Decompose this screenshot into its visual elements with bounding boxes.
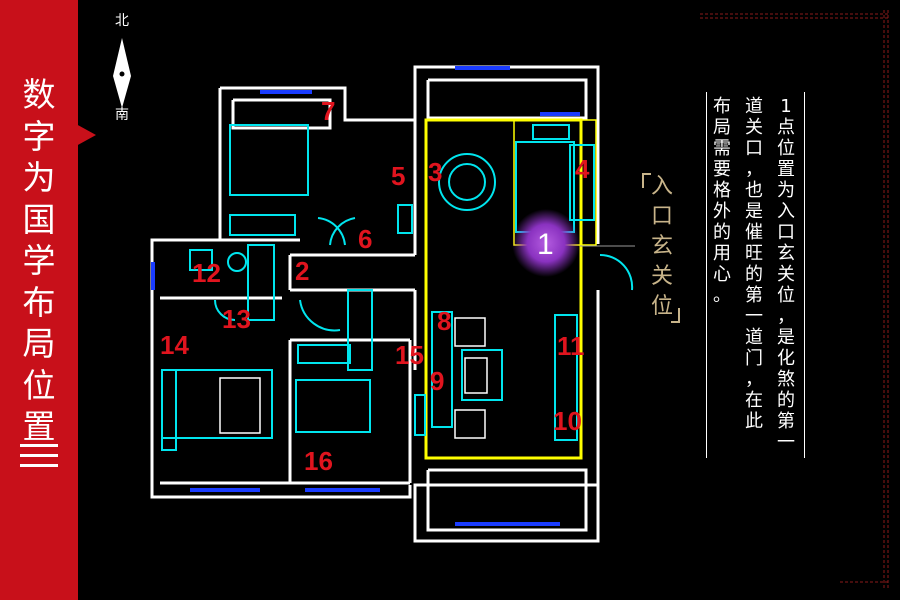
sidebar: 数字为国学布局位置 — [0, 0, 78, 600]
note-char: 的 — [777, 390, 795, 411]
note-column-2: 道关口，也是催旺的第一道门，在此 — [743, 96, 765, 432]
note-char: 口 — [777, 222, 795, 243]
note-char: 置 — [777, 159, 795, 180]
note-char: 一 — [745, 306, 763, 327]
note-char: 道 — [745, 327, 763, 348]
menu-icon[interactable] — [20, 444, 58, 468]
entrance-label-char: 入 — [650, 174, 673, 199]
room-number-2: 2 — [295, 256, 310, 286]
note-char: 1 — [780, 96, 792, 117]
room-number-3: 3 — [428, 157, 443, 187]
note-char: 位 — [777, 138, 795, 159]
compass-needle-icon — [113, 38, 131, 108]
note-char: 第 — [777, 411, 795, 432]
room-number-8: 8 — [437, 306, 452, 336]
note-char: 是 — [745, 201, 763, 222]
note-char: 也 — [745, 180, 763, 201]
sidebar-title-char: 字 — [22, 116, 56, 156]
room-number-15: 15 — [395, 340, 424, 370]
entrance-label-text: 入口玄关位 — [649, 172, 675, 322]
note-char: 第 — [745, 285, 763, 306]
note-char: 心 — [713, 264, 731, 285]
sidebar-title-char: 国 — [22, 199, 56, 239]
note-rule-right — [804, 92, 805, 458]
room-number-13: 13 — [222, 304, 251, 334]
note-char: 道 — [745, 96, 763, 117]
note-char: 化 — [777, 348, 795, 369]
entrance-label-char: 位 — [650, 294, 673, 319]
sidebar-title-char: 数 — [22, 75, 56, 114]
entrance-label-char: 口 — [650, 204, 673, 229]
note-char: 旺 — [745, 243, 763, 264]
room-number-16: 16 — [304, 446, 333, 476]
note-char: 门 — [745, 348, 763, 369]
sidebar-title-char: 为 — [22, 158, 56, 197]
room-number-12: 12 — [192, 258, 221, 288]
note-char: 的 — [713, 222, 731, 243]
sidebar-title-char: 布 — [22, 282, 56, 322]
note-char: 局 — [713, 117, 731, 138]
room-number-11: 11 — [557, 331, 585, 361]
sidebar-title-char: 置 — [22, 407, 56, 446]
note-char: 口 — [745, 138, 763, 159]
note-rule-left — [706, 92, 707, 458]
note-char: 格 — [713, 180, 731, 201]
note-char: 外 — [713, 201, 731, 222]
sidebar-title-char: 位 — [22, 365, 56, 405]
note-char: 是 — [777, 327, 795, 348]
sidebar-pointer-icon — [76, 124, 96, 146]
note-char: 关 — [745, 117, 763, 138]
note-char: 此 — [745, 411, 763, 432]
note-char: 入 — [777, 201, 795, 222]
sidebar-title-char: 局 — [22, 324, 56, 363]
note-char: 关 — [777, 264, 795, 285]
bracket-icon — [642, 173, 680, 323]
compass-south-label: 南 — [115, 107, 129, 123]
note-column-3: 布局需要格外的用心。 — [711, 96, 733, 306]
note-char: 在 — [745, 390, 763, 411]
note-char: 催 — [745, 222, 763, 243]
note-char: 需 — [713, 138, 731, 159]
note-char: 的 — [745, 264, 763, 285]
note-char: ， — [745, 159, 763, 180]
room-number-10: 10 — [553, 406, 582, 436]
note-char: 布 — [713, 96, 731, 117]
entrance-label-char: 关 — [650, 264, 673, 289]
room-number-5: 5 — [391, 161, 406, 191]
note-char: 煞 — [777, 369, 795, 390]
compass-north-label: 北 — [115, 13, 129, 29]
room-number-14: 14 — [160, 330, 189, 360]
room-number-9: 9 — [430, 366, 445, 396]
note-char: ， — [777, 306, 795, 327]
sidebar-title-char: 学 — [22, 241, 56, 280]
sidebar-title: 数字为国学布局位置 — [0, 74, 78, 448]
note-char: ， — [745, 369, 763, 390]
entrance-label-char: 玄 — [650, 234, 673, 259]
note-char: 。 — [713, 285, 731, 306]
note-char: 位 — [777, 285, 795, 306]
note-char: 点 — [777, 117, 795, 138]
entrance-marker-1: 1 — [537, 228, 554, 261]
note-char: 要 — [713, 159, 731, 180]
note-char: 玄 — [777, 243, 795, 264]
room-number-7: 7 — [321, 96, 336, 126]
note-char: 一 — [777, 432, 795, 453]
room-number-4: 4 — [575, 154, 590, 184]
note-char: 为 — [777, 180, 795, 201]
entrance-glow — [512, 209, 580, 277]
note-char: 用 — [713, 243, 731, 264]
entrance-label: 入口玄关位 — [641, 164, 681, 332]
compass: 北 南 — [102, 8, 142, 128]
room-number-6: 6 — [358, 224, 373, 254]
